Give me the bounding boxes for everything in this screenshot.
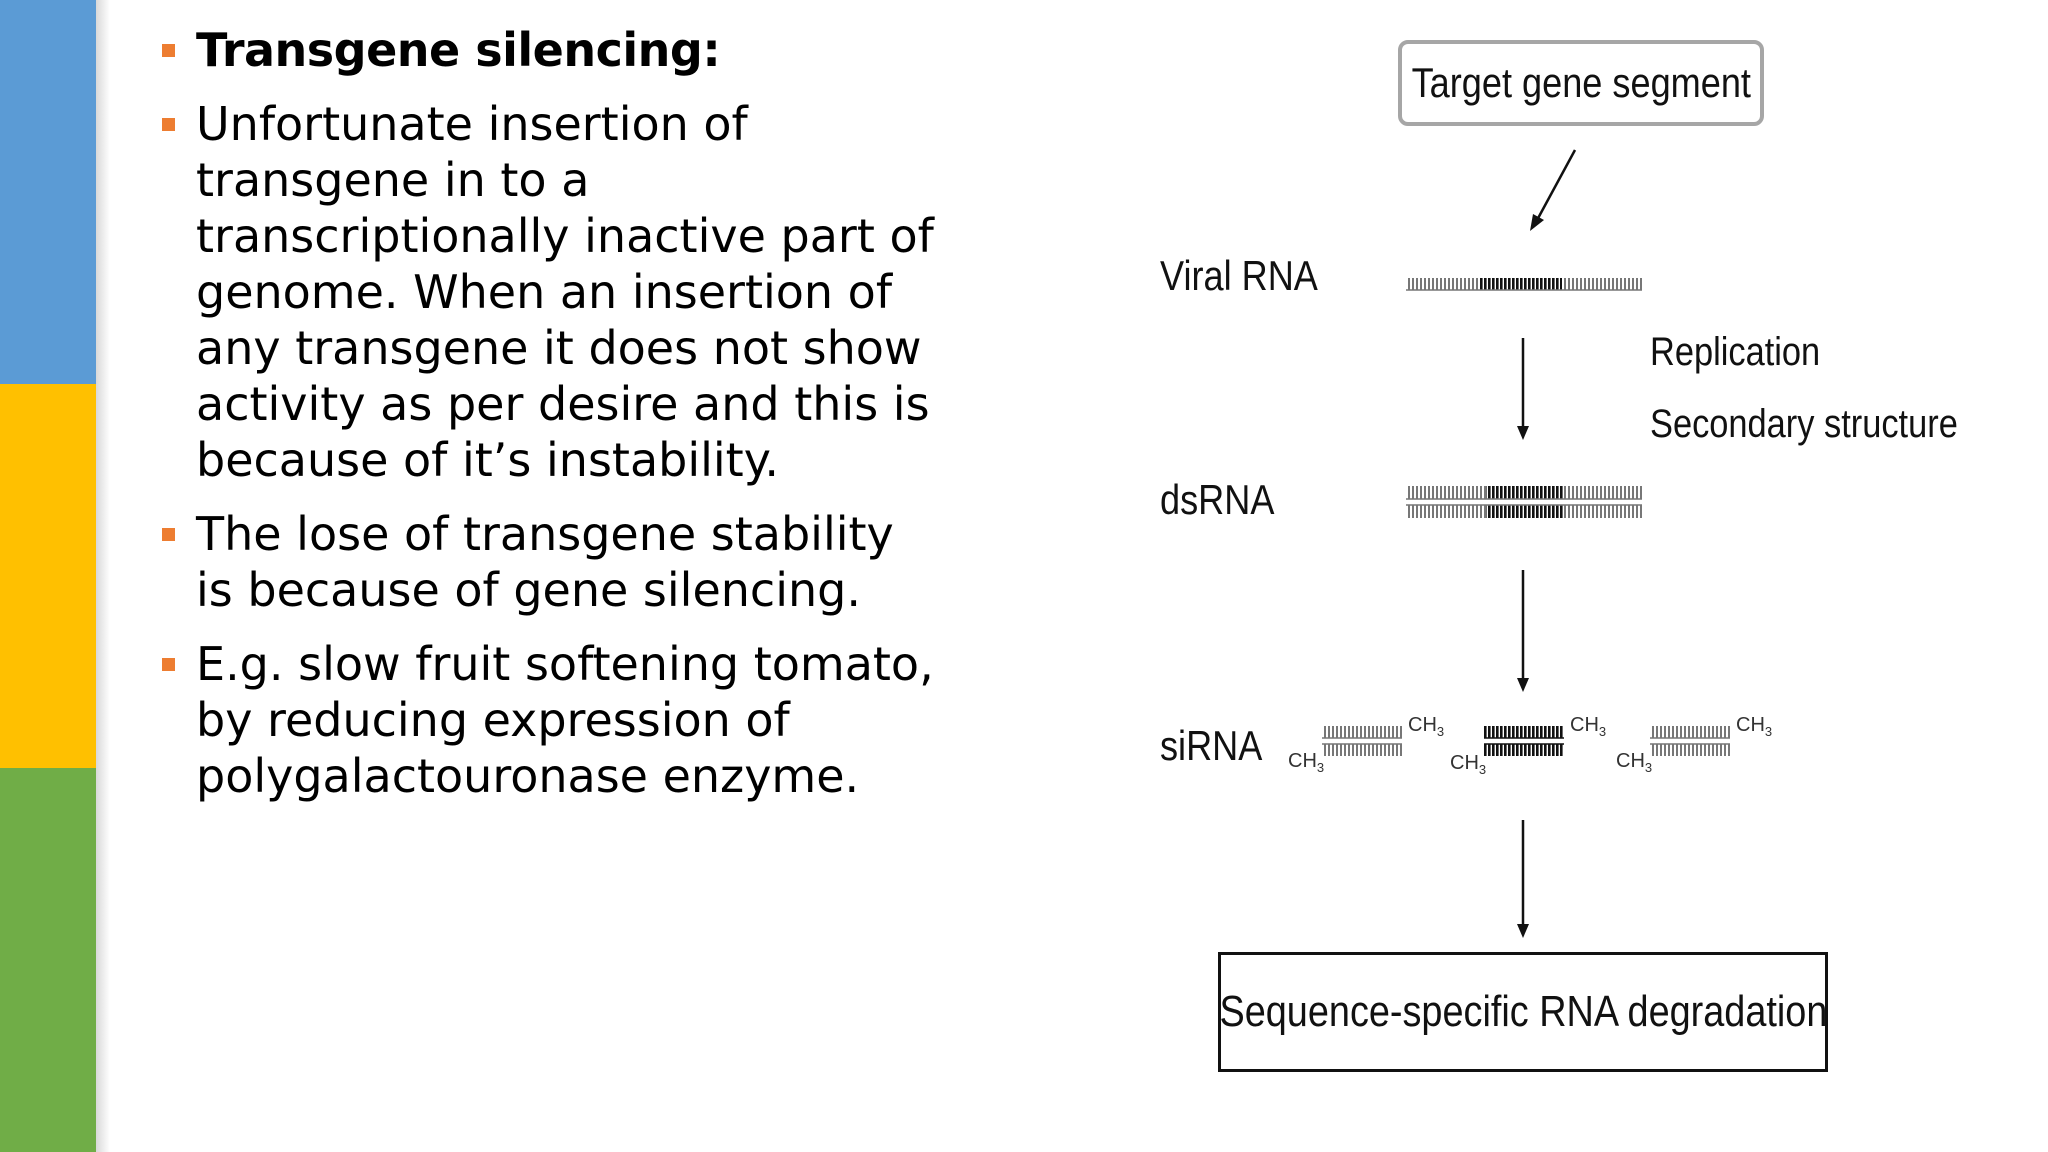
ch3-label: CH3 bbox=[1450, 752, 1487, 777]
target-arrow-head bbox=[1530, 214, 1544, 231]
band-yellow bbox=[0, 384, 96, 768]
rna-silencing-diagram: Target gene segment Viral RNA Replicatio… bbox=[1140, 30, 2020, 1110]
ch3-label: CH3 bbox=[1288, 750, 1325, 775]
bullet-item: Unfortunate insertion of transgene in to… bbox=[160, 96, 940, 488]
degradation-label: Sequence-specific RNA degradation bbox=[1219, 987, 1827, 1036]
bullet-item: E.g. slow fruit softening tomato, by red… bbox=[160, 636, 940, 804]
bullet-square-icon bbox=[162, 658, 175, 671]
bullet-item: The lose of transgene stability is becau… bbox=[160, 506, 940, 618]
sirna-fragment bbox=[1484, 726, 1564, 756]
sirna-label: siRNA bbox=[1160, 722, 1263, 769]
secondary-structure-label: Secondary structure bbox=[1650, 402, 1958, 446]
ch3-label: CH3 bbox=[1616, 750, 1653, 775]
ch3-label: CH3 bbox=[1736, 714, 1773, 739]
degradation-box: Sequence-specific RNA degradation bbox=[1218, 952, 1828, 1072]
replication-label: Replication bbox=[1650, 330, 1821, 374]
band-shadow bbox=[96, 0, 110, 1152]
band-blue bbox=[0, 0, 96, 384]
band-green bbox=[0, 768, 96, 1152]
target-gene-box: Target gene segment bbox=[1398, 40, 1764, 126]
viral-rna-label: Viral RNA bbox=[1160, 252, 1318, 299]
bullet-text: Unfortunate insertion of transgene in to… bbox=[196, 97, 934, 487]
sirna-fragment bbox=[1650, 726, 1730, 756]
bullet-square-icon bbox=[162, 118, 175, 131]
left-color-band bbox=[0, 0, 96, 1152]
bullet-square-icon bbox=[162, 528, 175, 541]
target-arrow bbox=[1534, 149, 1577, 223]
dsrna-strand bbox=[1406, 486, 1642, 518]
viral-rna-strand bbox=[1406, 278, 1642, 291]
bullet-heading: Transgene silencing: bbox=[196, 23, 721, 77]
ch3-label: CH3 bbox=[1408, 714, 1445, 739]
diagram-graphics bbox=[1322, 149, 1730, 938]
bullet-square-icon bbox=[162, 44, 175, 57]
sirna-fragment bbox=[1322, 726, 1402, 756]
bullet-item: Transgene silencing: bbox=[160, 22, 940, 78]
target-gene-label: Target gene segment bbox=[1411, 59, 1751, 106]
bullet-text: The lose of transgene stability is becau… bbox=[196, 507, 894, 617]
bullet-list: Transgene silencing: Unfortunate inserti… bbox=[160, 22, 940, 822]
bullet-text: E.g. slow fruit softening tomato, by red… bbox=[196, 637, 934, 803]
ch3-label: CH3 bbox=[1570, 714, 1607, 739]
dsrna-label: dsRNA bbox=[1160, 476, 1275, 523]
